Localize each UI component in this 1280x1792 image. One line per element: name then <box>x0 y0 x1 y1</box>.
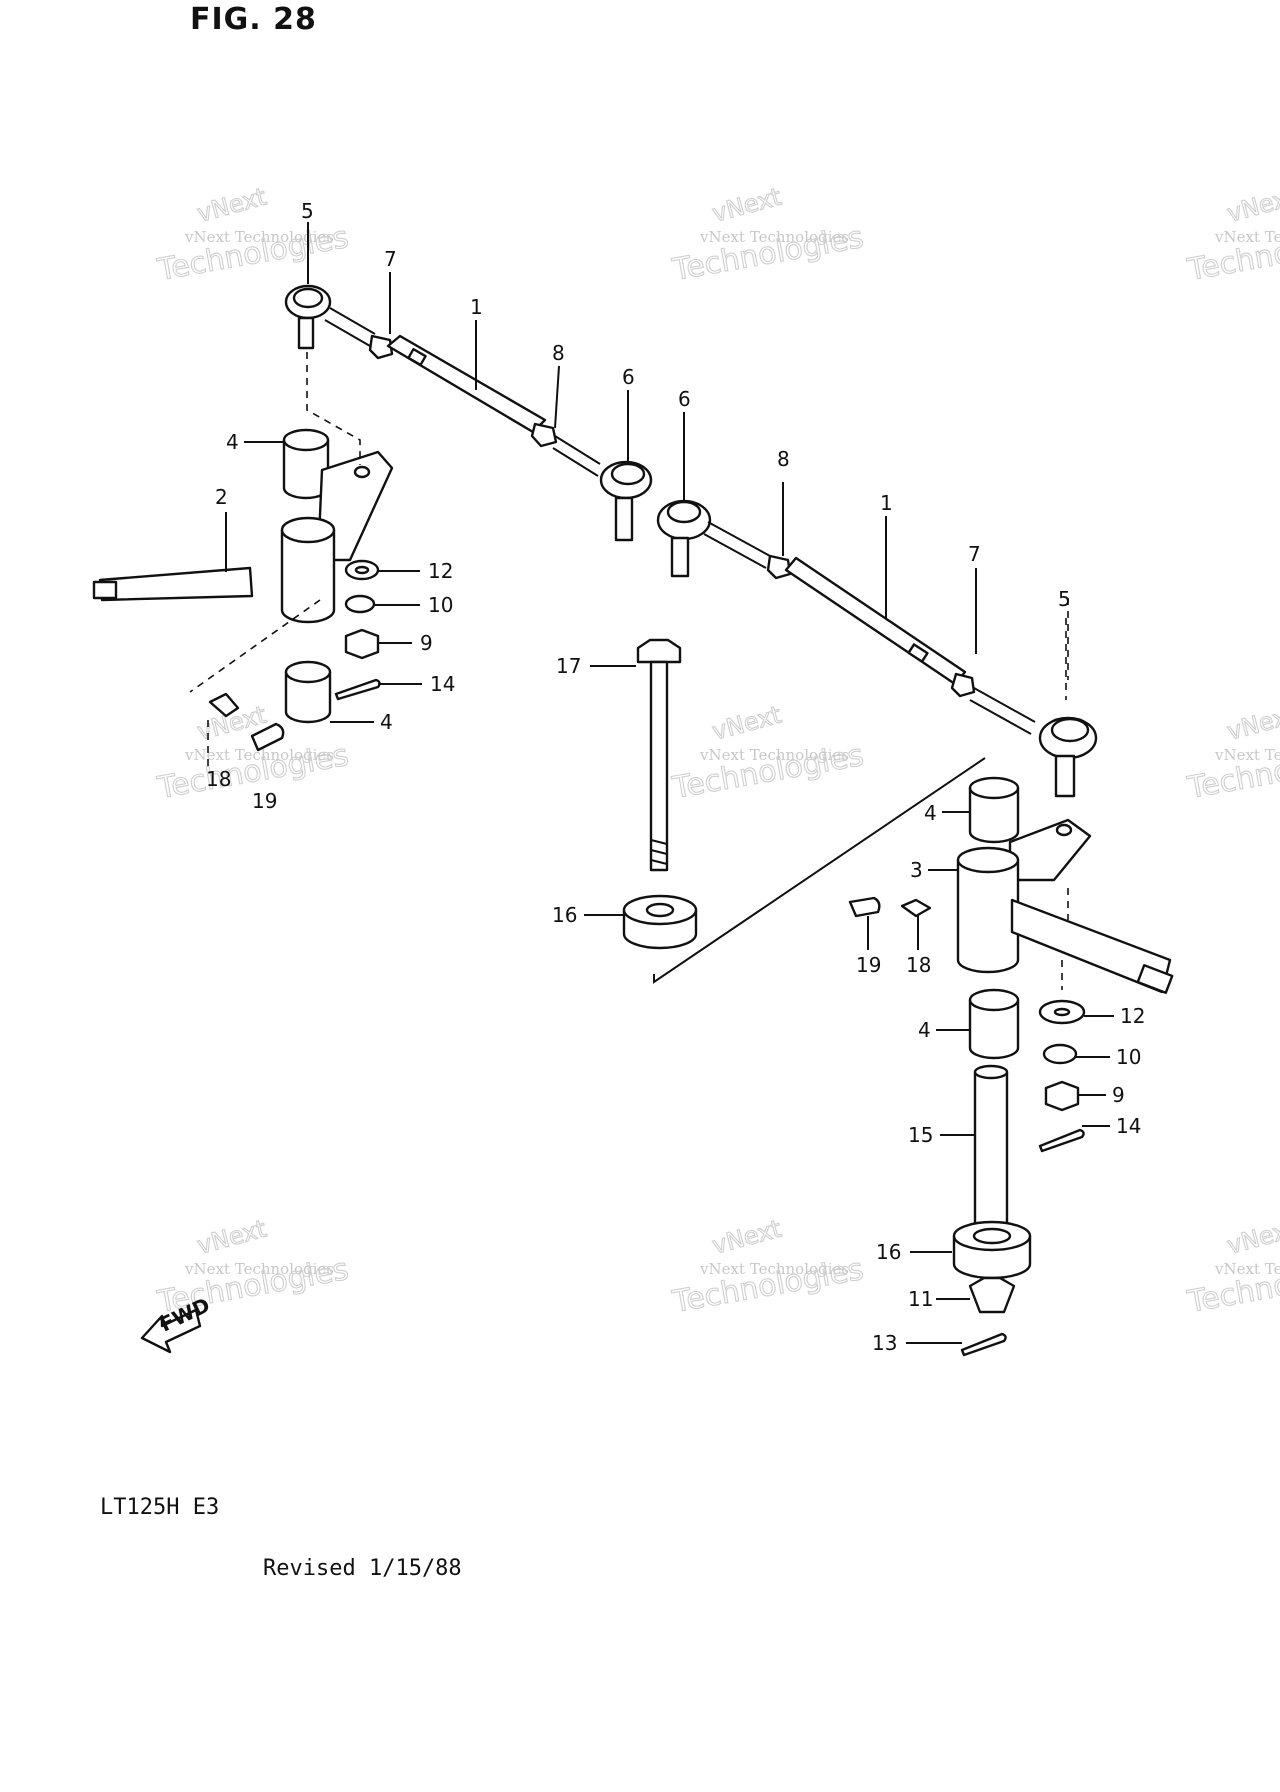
model-code: LT125H E3 <box>100 1495 220 1520</box>
callout-7-right: 7 <box>968 542 981 566</box>
callout-16-lower: 16 <box>876 1240 901 1264</box>
figure-title: FIG. 28 <box>190 2 317 37</box>
svg-text:vNext Technologies: vNext Technologies <box>699 228 849 246</box>
revision-note: Revised 1/15/88 <box>263 1556 462 1581</box>
callout-16-upper: 16 <box>552 903 577 927</box>
callout-4-left-bottom: 4 <box>380 710 393 734</box>
callout-13: 13 <box>872 1331 897 1355</box>
svg-text:vNext: vNext <box>709 183 784 228</box>
callout-3: 3 <box>910 858 923 882</box>
callout-1-left: 1 <box>470 295 483 319</box>
callout-4-right-top: 4 <box>924 801 937 825</box>
bolt-and-spacer <box>622 638 986 984</box>
svg-text:vNext Technologies: vNext Technologies <box>1214 228 1280 246</box>
callout-4-left-top: 4 <box>226 430 239 454</box>
callout-19-left: 19 <box>252 789 277 813</box>
callout-6-upper: 6 <box>622 365 635 389</box>
callout-10-right: 10 <box>1116 1045 1141 1069</box>
callout-4-right-bottom: 4 <box>918 1018 931 1042</box>
svg-text:vNext Technologies: vNext Technologies <box>699 746 849 764</box>
svg-text:vNext: vNext <box>709 1215 784 1260</box>
watermark: vNext vNext Technologies Technologies <box>1184 182 1280 289</box>
callout-1-right: 1 <box>880 491 893 515</box>
callout-8-right: 8 <box>777 447 790 471</box>
callout-8-left: 8 <box>552 341 565 365</box>
callout-5-right: 5 <box>1058 587 1071 611</box>
svg-text:vNext Technologies: vNext Technologies <box>184 1260 334 1278</box>
callout-7-left: 7 <box>384 247 397 271</box>
svg-text:vNext: vNext <box>1224 1215 1280 1260</box>
svg-text:vNext Technologies: vNext Technologies <box>184 228 334 246</box>
svg-text:vNext: vNext <box>1224 701 1280 746</box>
callout-leaders <box>225 222 1114 1344</box>
svg-text:vNext Technologies: vNext Technologies <box>699 1260 849 1278</box>
watermark: vNext vNext Technologies Technologies <box>1184 1214 1280 1321</box>
callout-17: 17 <box>556 654 581 678</box>
callout-numbers: 5 7 1 8 6 6 8 1 7 5 4 2 12 10 9 14 4 18 … <box>206 199 1145 1355</box>
callout-11: 11 <box>908 1287 933 1311</box>
watermark-group: vNext vNext Technologies Technologies vN… <box>154 182 1280 1321</box>
watermark: vNext vNext Technologies Technologies <box>669 182 867 289</box>
callout-19-right: 19 <box>856 953 881 977</box>
svg-text:vNext: vNext <box>1224 183 1280 228</box>
knuckle-right <box>848 598 1174 1357</box>
tie-rod-upper <box>284 284 653 542</box>
svg-text:vNext: vNext <box>709 701 784 746</box>
svg-text:vNext Technologies: vNext Technologies <box>1214 746 1280 764</box>
svg-text:vNext: vNext <box>194 183 269 228</box>
callout-10-left: 10 <box>428 593 453 617</box>
watermark: vNext vNext Technologies Technologies <box>669 1214 867 1321</box>
callout-18-right: 18 <box>906 953 931 977</box>
watermark: vNext vNext Technologies Technologies <box>669 700 867 807</box>
callout-12-right: 12 <box>1120 1004 1145 1028</box>
callout-9-left: 9 <box>420 631 433 655</box>
svg-text:vNext: vNext <box>194 1215 269 1260</box>
callout-2: 2 <box>215 485 228 509</box>
callout-14-right: 14 <box>1116 1114 1141 1138</box>
callout-6-lower: 6 <box>678 387 691 411</box>
callout-9-right: 9 <box>1112 1083 1125 1107</box>
callout-18-left: 18 <box>206 767 231 791</box>
knuckle-left <box>92 352 394 770</box>
svg-text:vNext Technologies: vNext Technologies <box>184 746 334 764</box>
watermark: vNext vNext Technologies Technologies <box>1184 700 1280 807</box>
callout-5-left: 5 <box>301 199 314 223</box>
callout-14-left: 14 <box>430 672 455 696</box>
watermark: vNext vNext Technologies Technologies <box>154 182 352 289</box>
callout-12-left: 12 <box>428 559 453 583</box>
svg-text:vNext Technologies: vNext Technologies <box>1214 1260 1280 1278</box>
tie-rod-lower <box>656 499 1098 798</box>
callout-15: 15 <box>908 1123 933 1147</box>
